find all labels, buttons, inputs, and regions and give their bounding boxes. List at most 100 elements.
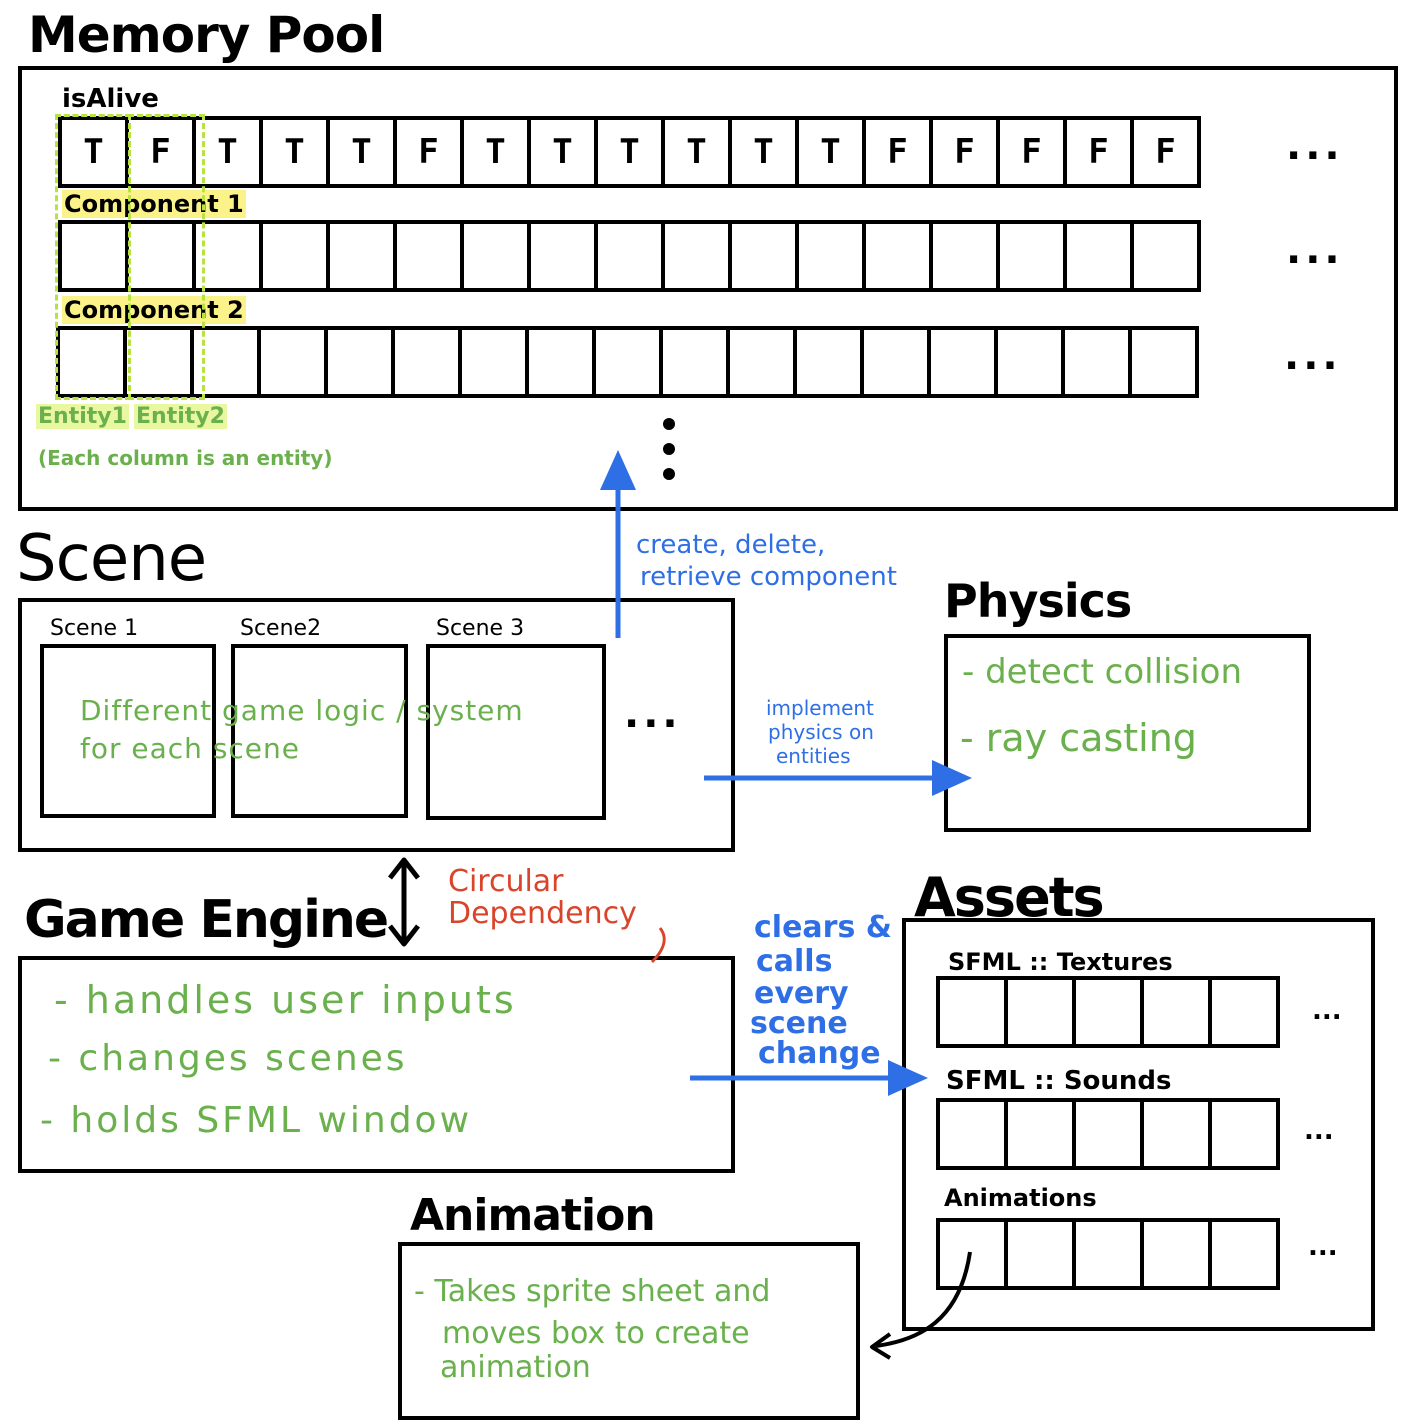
isalive-ellipsis: ... [1286, 123, 1344, 169]
component2-cell [190, 326, 261, 398]
implement-physics-arrow [704, 760, 972, 796]
component1-ellipsis: ... [1286, 227, 1344, 273]
physics-item2: - ray casting [960, 716, 1197, 760]
game-engine-item1: - handles user inputs [54, 978, 517, 1022]
create-delete-arrow [600, 450, 636, 638]
animation-line2: moves box to create [442, 1316, 750, 1351]
physics-box [944, 634, 1311, 832]
isalive-cell: F [393, 116, 464, 188]
component1-cell [594, 220, 665, 292]
component2-cell [324, 326, 395, 398]
component1-cell [1130, 220, 1201, 292]
circular-dependency-arrow [388, 857, 420, 947]
sounds-row [936, 1098, 1280, 1170]
textures-label: SFML :: Textures [948, 948, 1173, 976]
isalive-cell: F [125, 116, 196, 188]
entity1-label-text: Entity1 [36, 404, 129, 429]
scene1-box [40, 644, 216, 818]
clears-calls-line3: every [754, 976, 849, 1011]
component2-cell [860, 326, 931, 398]
scene-ellipsis: ... [624, 691, 682, 737]
texture-slot [1140, 976, 1212, 1048]
animation-title: Animation [410, 1190, 656, 1241]
animation-slot [1140, 1218, 1212, 1290]
component2-cell [927, 326, 998, 398]
scene1-label: Scene 1 [50, 616, 139, 641]
texture-slot [1208, 976, 1280, 1048]
create-delete-label-line1: create, delete, [636, 530, 826, 560]
component1-label-text: Component 1 [62, 190, 246, 218]
component2-cell [793, 326, 864, 398]
animations-row [936, 1218, 1280, 1290]
component2-row [56, 326, 1199, 398]
scene2-box [231, 644, 408, 818]
scene3-label: Scene 3 [436, 616, 525, 641]
component1-cell [527, 220, 598, 292]
circular-dependency-flourish [650, 927, 666, 964]
isalive-label: isAlive [62, 84, 159, 114]
component1-cell [862, 220, 933, 292]
circular-dependency-line1: Circular [448, 864, 564, 899]
component2-ellipsis: ... [1284, 333, 1342, 379]
component1-label: Component 1 [62, 190, 246, 218]
texture-slot [1004, 976, 1076, 1048]
clears-calls-line4: scene [750, 1006, 848, 1041]
scene-title: Scene [16, 522, 207, 596]
sound-slot [1208, 1098, 1280, 1170]
game-engine-item2: - changes scenes [48, 1038, 408, 1079]
entity1-label: Entity1 [36, 404, 129, 429]
isalive-cell: T [259, 116, 330, 188]
isalive-cell: F [1063, 116, 1134, 188]
animation-slot [1208, 1218, 1280, 1290]
sounds-ellipsis: ... [1304, 1116, 1334, 1146]
component2-label-text: Component 2 [62, 296, 246, 324]
animations-to-animation-arrow [870, 1251, 972, 1360]
scene-logic-line2: for each scene [80, 732, 301, 765]
component1-cell [795, 220, 866, 292]
texture-slot [1072, 976, 1144, 1048]
scene2-label: Scene2 [240, 616, 322, 641]
isalive-cell: T [460, 116, 531, 188]
physics-item1: - detect collision [962, 652, 1243, 692]
isalive-cell: F [1130, 116, 1201, 188]
component2-cell [1128, 326, 1199, 398]
isalive-cell: T [527, 116, 598, 188]
circular-dependency-line2: Dependency [448, 896, 637, 931]
physics-title: Physics [944, 574, 1132, 628]
textures-row [936, 976, 1280, 1048]
isalive-cell: T [795, 116, 866, 188]
implement-physics-line1: implement [766, 696, 874, 720]
component2-cell [391, 326, 462, 398]
clears-calls-line5: change [758, 1036, 881, 1071]
entity2-label-text: Entity2 [134, 404, 227, 429]
sounds-label: SFML :: Sounds [946, 1066, 1172, 1096]
clears-calls-line2: calls [756, 944, 833, 979]
column-note: (Each column is an entity) [38, 446, 333, 470]
create-delete-label-line2: retrieve component [640, 562, 897, 592]
component2-cell [659, 326, 730, 398]
component2-cell [56, 326, 127, 398]
animation-line1: - Takes sprite sheet and [414, 1274, 771, 1309]
game-engine-item3: - holds SFML window [40, 1100, 473, 1141]
clears-calls-arrow [690, 1060, 928, 1096]
component2-label: Component 2 [62, 296, 246, 324]
implement-physics-line3: entities [776, 744, 851, 768]
scene-logic-line1: Different game logic / system [80, 694, 524, 727]
textures-ellipsis: ... [1312, 996, 1342, 1026]
component1-cell [929, 220, 1000, 292]
vertical-ellipsis [663, 418, 677, 480]
animation-box [398, 1242, 860, 1420]
scene3-box [426, 644, 606, 820]
entity2-label: Entity2 [134, 404, 227, 429]
memory-pool-title: Memory Pool [28, 6, 385, 64]
component2-cell [458, 326, 529, 398]
component1-cell [393, 220, 464, 292]
isalive-cell: T [661, 116, 732, 188]
component2-cell [123, 326, 194, 398]
component1-row [58, 220, 1201, 292]
clears-calls-line1: clears & [754, 910, 892, 945]
animations-label: Animations [944, 1184, 1097, 1212]
implement-physics-line2: physics on [768, 720, 874, 744]
game-engine-title: Game Engine [24, 890, 389, 950]
